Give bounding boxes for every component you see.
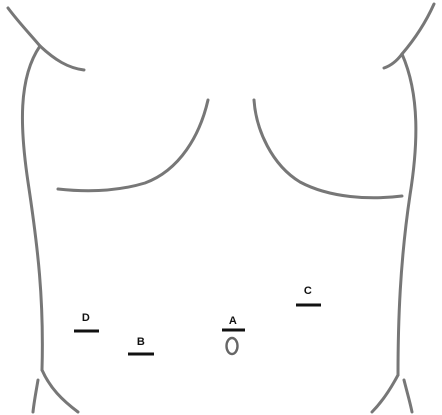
left-hip-line — [42, 370, 78, 412]
marker-b-label: B — [137, 336, 145, 348]
left-underarm-line — [40, 46, 84, 70]
left-chest-curve — [58, 100, 208, 191]
right-chest-curve — [254, 100, 402, 198]
navel-icon — [227, 338, 238, 354]
marker-d-label: D — [82, 312, 90, 324]
right-torso-contour — [398, 54, 416, 375]
marker-a-label: A — [229, 315, 237, 327]
right-hip-outer-line — [404, 380, 412, 412]
left-shoulder-line — [8, 8, 40, 46]
left-hip-outer-line — [33, 380, 38, 412]
right-shoulder-line — [402, 4, 434, 54]
marker-c-label: C — [304, 285, 312, 297]
right-underarm-line — [384, 54, 402, 68]
right-hip-line — [372, 375, 398, 412]
left-torso-contour — [22, 46, 42, 370]
